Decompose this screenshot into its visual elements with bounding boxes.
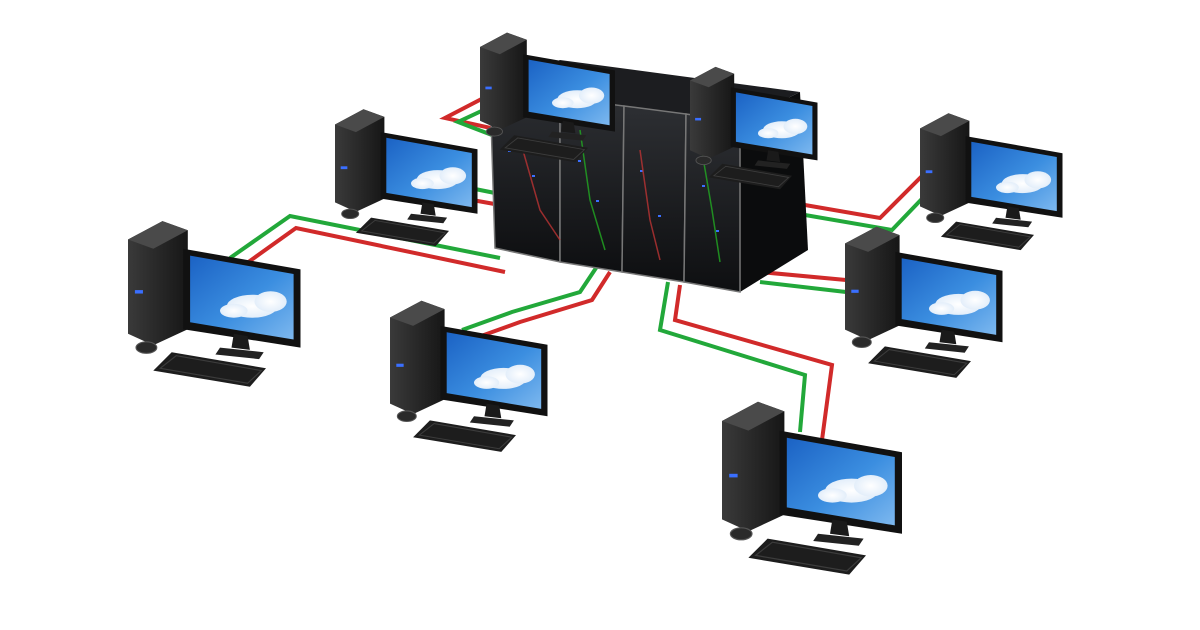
tower-case xyxy=(690,66,735,159)
mouse-icon xyxy=(926,212,945,224)
monitor xyxy=(380,132,478,224)
desktop-computer-icon xyxy=(845,226,1003,378)
tower-case xyxy=(128,221,188,346)
desktop-computer-icon xyxy=(722,401,902,575)
desktop-computer-icon xyxy=(690,66,818,190)
cable-inbound xyxy=(461,260,602,332)
keyboard-icon xyxy=(153,352,266,387)
tower-case xyxy=(390,300,445,415)
keyboard-icon xyxy=(413,420,516,452)
tower-case xyxy=(722,401,785,532)
cable-outbound xyxy=(439,90,501,132)
desktop-computer-icon xyxy=(335,109,478,247)
cable-outbound xyxy=(469,270,612,342)
monitor xyxy=(965,136,1063,228)
mouse-icon xyxy=(135,341,158,354)
monitor xyxy=(730,87,818,169)
tower-case xyxy=(335,109,385,212)
tower-case xyxy=(480,32,527,130)
mouse-icon xyxy=(851,336,872,348)
keyboard-icon xyxy=(940,221,1034,251)
cable-outbound xyxy=(759,270,847,282)
cable-outbound xyxy=(775,166,932,221)
cable-outbound xyxy=(672,284,835,441)
desktop-computer-icon xyxy=(390,300,548,452)
cable-inbound xyxy=(228,213,501,260)
tower-case xyxy=(920,113,970,216)
keyboard-icon xyxy=(748,538,866,575)
mouse-icon xyxy=(695,155,712,166)
keyboard-icon xyxy=(708,163,792,190)
desktop-computer-icon xyxy=(128,221,301,387)
mouse-icon xyxy=(396,410,417,422)
keyboard-icon xyxy=(499,135,588,163)
cable-inbound xyxy=(657,281,808,433)
tower-case xyxy=(845,226,900,341)
keyboard-icon xyxy=(868,346,971,378)
cable-outbound xyxy=(238,225,506,274)
cable-inbound xyxy=(759,280,847,294)
monitor xyxy=(779,430,902,546)
monitor xyxy=(895,251,1003,353)
monitor xyxy=(440,325,548,427)
monitor xyxy=(523,54,615,141)
monitor xyxy=(183,248,301,360)
mouse-icon xyxy=(485,126,503,137)
mouse-icon xyxy=(729,527,753,541)
mouse-icon xyxy=(341,208,360,220)
workstations xyxy=(128,32,1063,575)
desktop-computer-icon xyxy=(480,32,615,163)
desktop-computer-icon xyxy=(920,113,1063,251)
keyboard-icon xyxy=(355,217,449,247)
